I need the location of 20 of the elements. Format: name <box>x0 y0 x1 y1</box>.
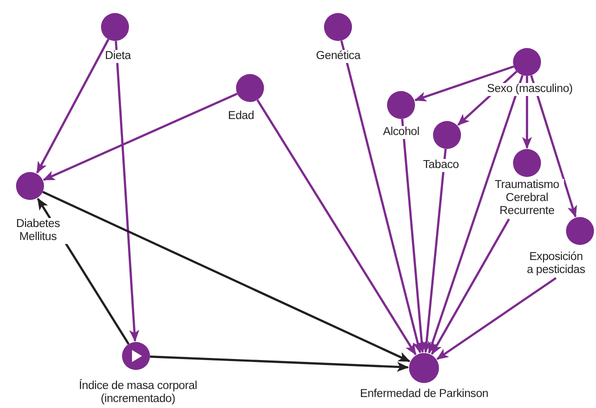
node-label: Genética <box>315 50 362 63</box>
arrow <box>401 118 427 354</box>
node-label: Exposición a pesticidas <box>525 251 587 277</box>
arrow <box>428 74 524 354</box>
arrow <box>36 38 110 174</box>
arrow <box>530 75 577 218</box>
node-label: Dieta <box>104 50 132 63</box>
arrow <box>114 40 140 342</box>
arrow <box>150 356 409 372</box>
arrow <box>42 190 410 362</box>
node-label: Alcohol <box>382 126 420 139</box>
arrow <box>422 148 447 354</box>
node-label: Tabaco <box>422 159 460 172</box>
arrow <box>436 277 557 360</box>
arrow <box>340 40 422 354</box>
arrow <box>430 218 510 355</box>
arrow <box>256 99 417 356</box>
arrow <box>42 92 238 181</box>
arrow <box>414 65 514 102</box>
node-label: Sexo (masculino) <box>486 83 574 96</box>
